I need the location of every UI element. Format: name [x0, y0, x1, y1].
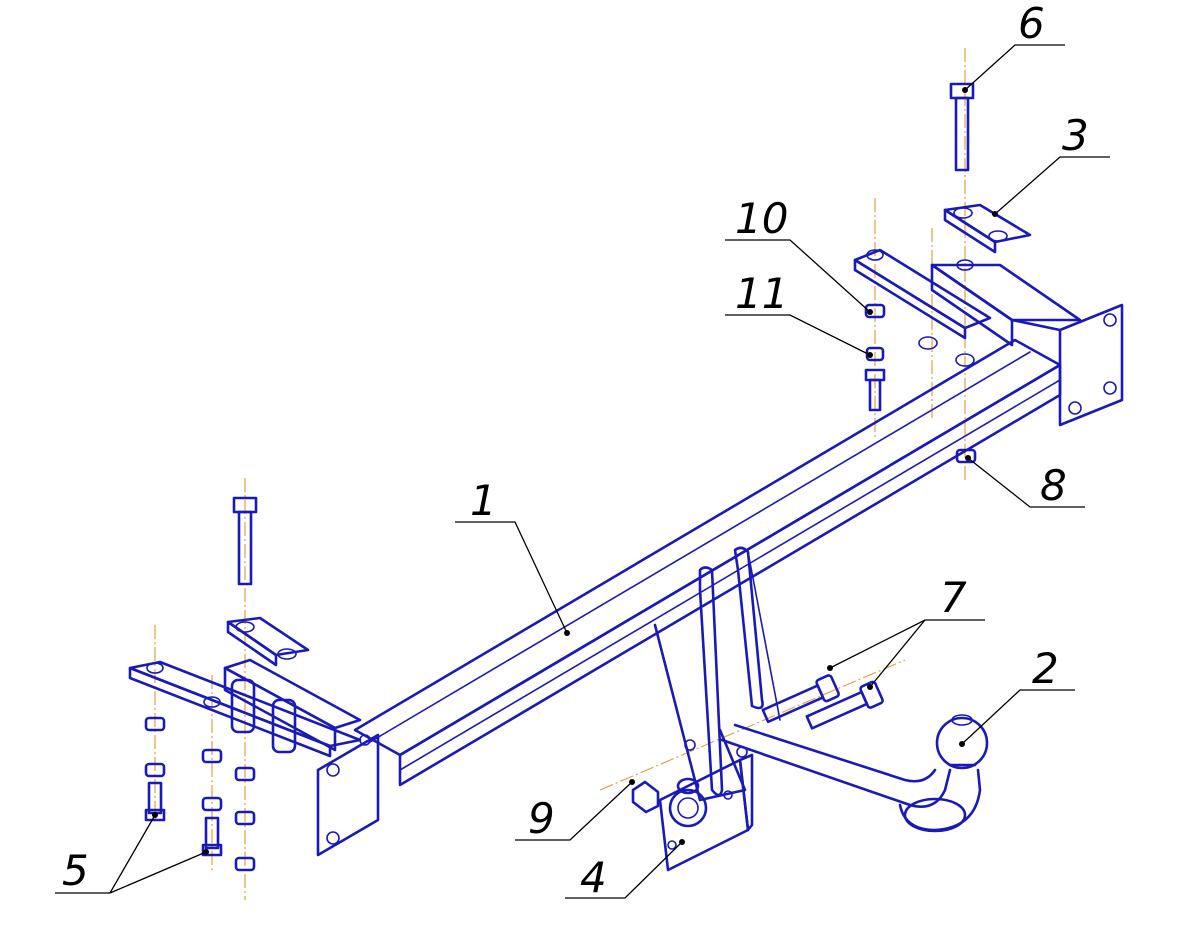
ball-mount-holder — [653, 546, 781, 802]
callout-2: 2 — [1032, 644, 1059, 693]
callout-10: 10 — [735, 194, 788, 243]
nut-part-9 — [631, 780, 660, 814]
arm-bolts — [761, 674, 884, 730]
callout-6: 6 — [1018, 0, 1045, 48]
callout-3: 3 — [1062, 111, 1089, 160]
right-bracket — [853, 248, 1124, 427]
left-bracket — [128, 658, 380, 857]
callout-1: 1 — [470, 476, 497, 525]
right-long-bolt — [949, 82, 975, 172]
callout-5: 5 — [62, 846, 89, 895]
callout-11: 11 — [735, 269, 788, 318]
callout-labels: 1 2 3 4 5 6 7 8 9 10 11 — [62, 0, 1089, 902]
callout-8: 8 — [1040, 461, 1067, 510]
left-small-fasteners — [144, 716, 256, 872]
right-clamp-plate — [943, 203, 1032, 254]
leader-lines — [55, 44, 1110, 899]
left-long-bolt — [232, 496, 258, 586]
tow-ball-arm — [720, 714, 989, 833]
axis-lines — [154, 48, 966, 900]
callout-9: 9 — [528, 794, 555, 843]
callout-7: 7 — [940, 573, 967, 622]
callout-4: 4 — [580, 853, 607, 902]
socket-plate — [658, 753, 754, 872]
left-clamp-plate — [226, 616, 310, 667]
